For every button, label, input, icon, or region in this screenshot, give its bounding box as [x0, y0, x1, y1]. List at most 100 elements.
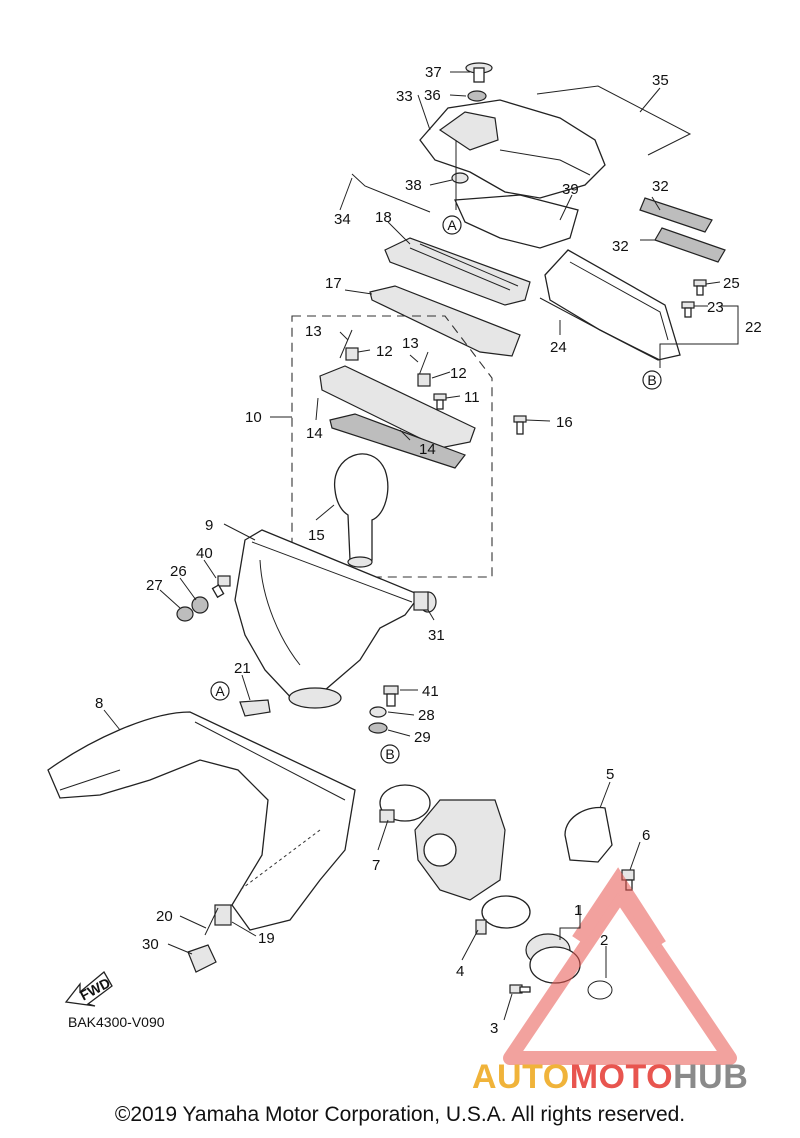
part-31-damper [413, 591, 437, 613]
part-24-seal [539, 297, 661, 361]
part-number: 40 [196, 545, 213, 562]
part-29-grommet [368, 722, 388, 734]
part-9-air-box [234, 529, 422, 703]
callout-a-bottom: A [210, 681, 230, 701]
part-number: 23 [707, 299, 724, 316]
part-32-strip-b [654, 227, 726, 263]
diagram-code: BAK4300-V090 [68, 1014, 165, 1030]
part-number: 30 [142, 936, 159, 953]
copyright-text: ©2019 Yamaha Motor Corporation, U.S.A. A… [114, 1103, 686, 1126]
part-5-cover [564, 806, 613, 863]
part-number: 35 [652, 72, 669, 89]
part-30-cap [187, 944, 217, 973]
part-number: 29 [414, 729, 431, 746]
callout-a-top: A [442, 215, 462, 235]
part-7-clamp [379, 784, 431, 823]
part-number: 3 [490, 1020, 498, 1037]
part-number: 41 [422, 683, 439, 700]
part-number: 2 [600, 932, 608, 949]
leader-lines [103, 71, 739, 1021]
watermark-moto: MOTO [569, 1058, 674, 1096]
part-number: 11 [464, 389, 480, 406]
part-number: 15 [308, 527, 325, 544]
part-39-panel [454, 194, 579, 249]
assembly-10-box [291, 315, 493, 578]
part-35-rod [536, 85, 692, 156]
part-12-clip-a [345, 347, 359, 361]
part-23-screw [681, 301, 695, 318]
part-number: 18 [375, 209, 392, 226]
callout-b-top: B [642, 370, 662, 390]
part-11-screw [433, 393, 447, 410]
callout-b-bottom: B [380, 744, 400, 764]
part-40-bolt [211, 575, 231, 599]
part-25-screw [693, 279, 707, 296]
throttle-clamp [481, 895, 531, 929]
part-32-strip-a [639, 197, 713, 233]
part-number: 32 [612, 238, 629, 255]
watermark-hub: HUB [673, 1058, 749, 1096]
part-number: 37 [425, 64, 442, 81]
part-21-clip [239, 699, 271, 717]
part-28-collar [369, 706, 387, 718]
part-number: 20 [156, 908, 173, 925]
part-number: 26 [170, 563, 187, 580]
part-number: 34 [334, 211, 351, 228]
part-number: 8 [95, 695, 103, 712]
part-number: 12 [376, 343, 393, 360]
part-22-side-cover [544, 249, 681, 361]
part-number: 38 [405, 177, 422, 194]
part-number: 9 [205, 517, 213, 534]
part-number: 16 [556, 414, 573, 431]
part-number: 28 [418, 707, 435, 724]
svg-text:A: A [447, 217, 457, 233]
part-18-frame [384, 237, 531, 306]
part-16-screw [513, 415, 527, 435]
part-number: 13 [402, 335, 419, 352]
fwd-arrow-icon [64, 971, 113, 1007]
part-number: 4 [456, 963, 464, 980]
part-37-bolt [465, 62, 493, 83]
part-20-screw [204, 907, 219, 936]
watermark-logo-icon [503, 867, 737, 1065]
part-number: 7 [372, 857, 380, 874]
part-4-clamp-screw [475, 919, 487, 935]
part-number: 12 [450, 365, 467, 382]
part-number: 17 [325, 275, 342, 292]
part-8-duct [47, 711, 356, 931]
part-number: 6 [642, 827, 650, 844]
throttle-body [414, 799, 506, 901]
svg-text:B: B [647, 372, 656, 388]
part-34-rod [351, 173, 431, 213]
part-number: 1 [574, 902, 582, 919]
part-number: 10 [245, 409, 262, 426]
part-38-grommet [451, 172, 469, 184]
part-number-labels: 37 36 33 35 38 39 34 18 32 32 25 23 22 2… [95, 64, 762, 1037]
part-15-funnel [334, 453, 389, 568]
part-number: 19 [258, 930, 275, 947]
svg-text:B: B [385, 746, 394, 762]
part-14-gasket [329, 413, 466, 469]
part-number: 36 [424, 87, 441, 104]
part-17-element [369, 285, 521, 357]
part-10-holder [319, 365, 476, 449]
part-number: 13 [305, 323, 322, 340]
part-27-grommet [176, 606, 194, 622]
part-number: 24 [550, 339, 567, 356]
part-number: 25 [723, 275, 740, 292]
part-19-fitting [214, 904, 232, 926]
part-36-washer [467, 90, 487, 102]
watermark-auto: AUTO [472, 1058, 570, 1096]
part-41-bolt [383, 685, 399, 707]
part-2-o-ring [587, 980, 613, 1000]
part-number: 31 [428, 627, 445, 644]
part-26-collar [191, 596, 209, 614]
part-number: 32 [652, 178, 669, 195]
part-number: 21 [234, 660, 251, 677]
part-number: 33 [396, 88, 413, 105]
part-number: 14 [306, 425, 323, 442]
watermark-text: AUTOMOTOHUB [472, 1058, 748, 1097]
part-number: 14 [419, 441, 436, 458]
part-number: 5 [606, 766, 614, 783]
